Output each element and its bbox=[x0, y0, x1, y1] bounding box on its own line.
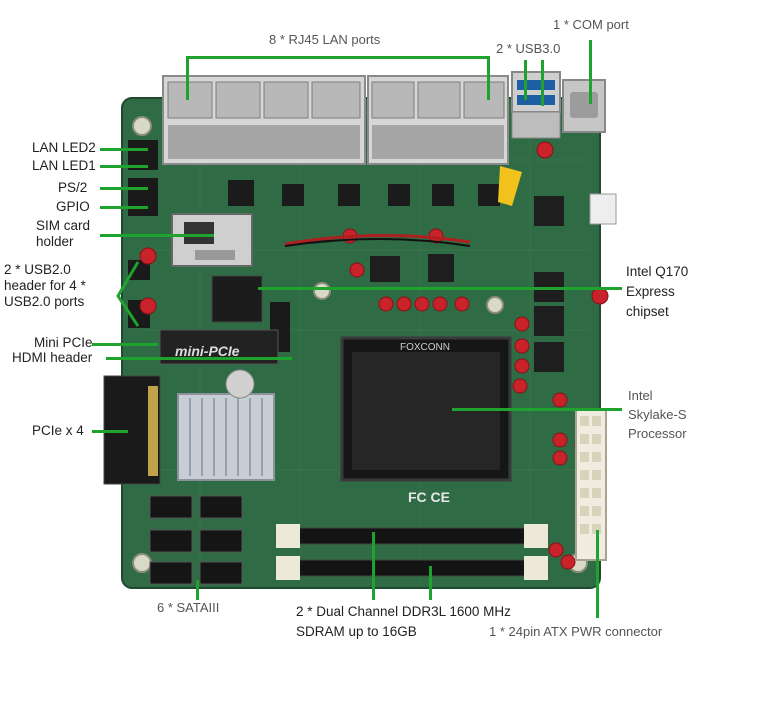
chipset-chip bbox=[211, 275, 263, 323]
callout-mini-pcie bbox=[92, 343, 158, 346]
callout-gpio bbox=[100, 206, 148, 209]
callout-pcie bbox=[92, 430, 128, 433]
label-lan-led1: LAN LED1 bbox=[32, 158, 96, 173]
callout-sata bbox=[196, 580, 199, 600]
callout-chipset bbox=[258, 287, 622, 290]
label-sim-card: SIM card holder bbox=[36, 218, 91, 249]
callout-lan-right bbox=[487, 56, 490, 100]
yellow-tape bbox=[498, 166, 522, 206]
callout-lan-led2 bbox=[100, 148, 148, 151]
usb30-ports bbox=[511, 71, 561, 139]
callout-usb30-a bbox=[524, 60, 527, 100]
label-sata: 6 * SATAIII bbox=[157, 600, 220, 615]
label-com-port: 1 * COM port bbox=[553, 17, 629, 32]
cpu-power-connector bbox=[589, 193, 617, 225]
label-mini-pcie: Mini PCIe bbox=[34, 335, 93, 350]
callout-lan-led1 bbox=[100, 165, 148, 168]
lan-controller-chips bbox=[228, 180, 500, 206]
label-pcie-x4: PCIe x 4 bbox=[32, 423, 84, 438]
callout-usb30-b bbox=[541, 60, 544, 106]
callout-ddr-a bbox=[372, 532, 375, 600]
callout-com bbox=[589, 40, 592, 104]
label-atx-pwr: 1 * 24pin ATX PWR connector bbox=[489, 624, 663, 639]
label-lan-led2: LAN LED2 bbox=[32, 140, 96, 155]
heatsink bbox=[177, 393, 275, 481]
mini-pcie-silk: mini-PCIe bbox=[175, 343, 240, 359]
label-processor: Intel Skylake-S Processor bbox=[628, 388, 687, 441]
label-usb20-header: 2 * USB2.0 header for 4 * USB2.0 ports bbox=[4, 262, 86, 309]
callout-lan-bracket bbox=[186, 56, 490, 59]
callout-ps2 bbox=[100, 187, 148, 190]
cmos-battery bbox=[225, 369, 255, 399]
rj45-lan-ports bbox=[162, 75, 509, 165]
label-chipset: Intel Q170 Express chipset bbox=[626, 264, 689, 319]
fcc-mark: FC CE bbox=[408, 489, 450, 505]
label-hdmi-header: HDMI header bbox=[12, 350, 93, 365]
label-gpio: GPIO bbox=[56, 199, 90, 214]
callout-sim bbox=[100, 234, 214, 237]
label-ddr: 2 * Dual Channel DDR3L 1600 MHz SDRAM up… bbox=[296, 604, 511, 639]
ddr-dimm-slots bbox=[275, 524, 549, 580]
callout-lan-left bbox=[186, 56, 189, 100]
socket-brand: FOXCONN bbox=[400, 342, 450, 353]
sata-connectors bbox=[149, 495, 243, 585]
label-usb30: 2 * USB3.0 bbox=[496, 41, 561, 56]
callout-ddr-b bbox=[429, 566, 432, 600]
callout-hdmi bbox=[106, 357, 292, 360]
callout-processor bbox=[452, 408, 622, 411]
label-lan-ports: 8 * RJ45 LAN ports bbox=[269, 32, 381, 47]
label-ps2: PS/2 bbox=[58, 180, 88, 195]
atx-power-connector bbox=[575, 409, 607, 561]
com-port bbox=[562, 79, 606, 133]
callout-atx bbox=[596, 530, 599, 618]
sim-card-holder bbox=[171, 213, 253, 267]
